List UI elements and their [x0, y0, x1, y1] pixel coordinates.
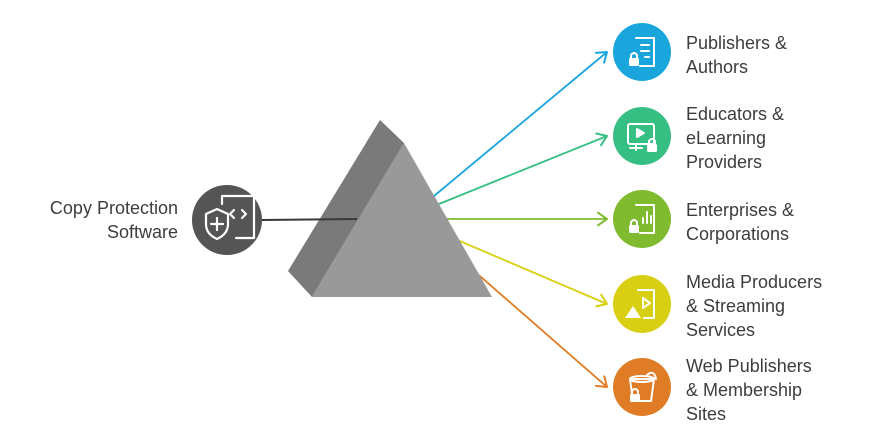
audience-label-line: Web Publishers — [686, 356, 812, 376]
audience-label-publishers: Publishers & Authors — [686, 31, 787, 79]
audience-label-line: & Membership — [686, 380, 803, 400]
audience-label-line: Providers — [686, 152, 763, 172]
input-beam — [261, 218, 358, 221]
audience-label-line: Authors — [686, 57, 749, 77]
document-lock-icon — [629, 37, 655, 67]
arrowhead — [595, 51, 608, 64]
source-label-line-1: Copy Protection — [49, 198, 178, 218]
source-label: Copy Protection Software — [0, 196, 178, 244]
audience-label-line: Educators & — [686, 104, 785, 124]
audience-node — [613, 275, 671, 333]
source-label-line-2: Software — [106, 222, 178, 242]
report-chart-lock-icon — [629, 204, 655, 234]
prism — [288, 120, 492, 297]
audience-label-educators: Educators & eLearning Providers — [686, 102, 784, 174]
audience-label-web: Web Publishers & Membership Sites — [686, 354, 812, 426]
audience-circle — [613, 107, 671, 165]
audience-node — [613, 190, 671, 248]
arrowhead — [595, 375, 608, 388]
arrowhead — [595, 132, 608, 147]
prism-side — [288, 120, 404, 297]
video-warning-icon — [625, 289, 655, 319]
audience-node — [613, 358, 671, 416]
audience-label-line: Media Producers — [686, 272, 823, 292]
audience-node — [613, 107, 671, 165]
arrowhead — [597, 211, 608, 227]
source-node — [192, 185, 262, 255]
audience-label-line: Corporations — [686, 224, 790, 244]
video-lesson-lock-icon — [627, 123, 657, 152]
audience-label-line: Enterprises & — [686, 200, 795, 220]
audience-label-line: eLearning — [686, 128, 767, 148]
audience-circle — [613, 358, 671, 416]
audience-label-media: Media Producers & Streaming Services — [686, 270, 822, 342]
audience-label-line: Publishers & — [686, 33, 788, 53]
audience-label-enterprises: Enterprises & Corporations — [686, 198, 794, 246]
audience-label-line: Sites — [686, 404, 727, 424]
bucket-lock-icon — [629, 371, 657, 402]
arrowhead — [595, 293, 608, 308]
shield-document-code-icon — [204, 194, 256, 241]
audience-label-line: Services — [686, 320, 756, 340]
prism-face — [312, 143, 492, 297]
audience-label-line: & Streaming — [686, 296, 786, 316]
audience-nodes — [613, 23, 671, 416]
audience-node — [613, 23, 671, 81]
